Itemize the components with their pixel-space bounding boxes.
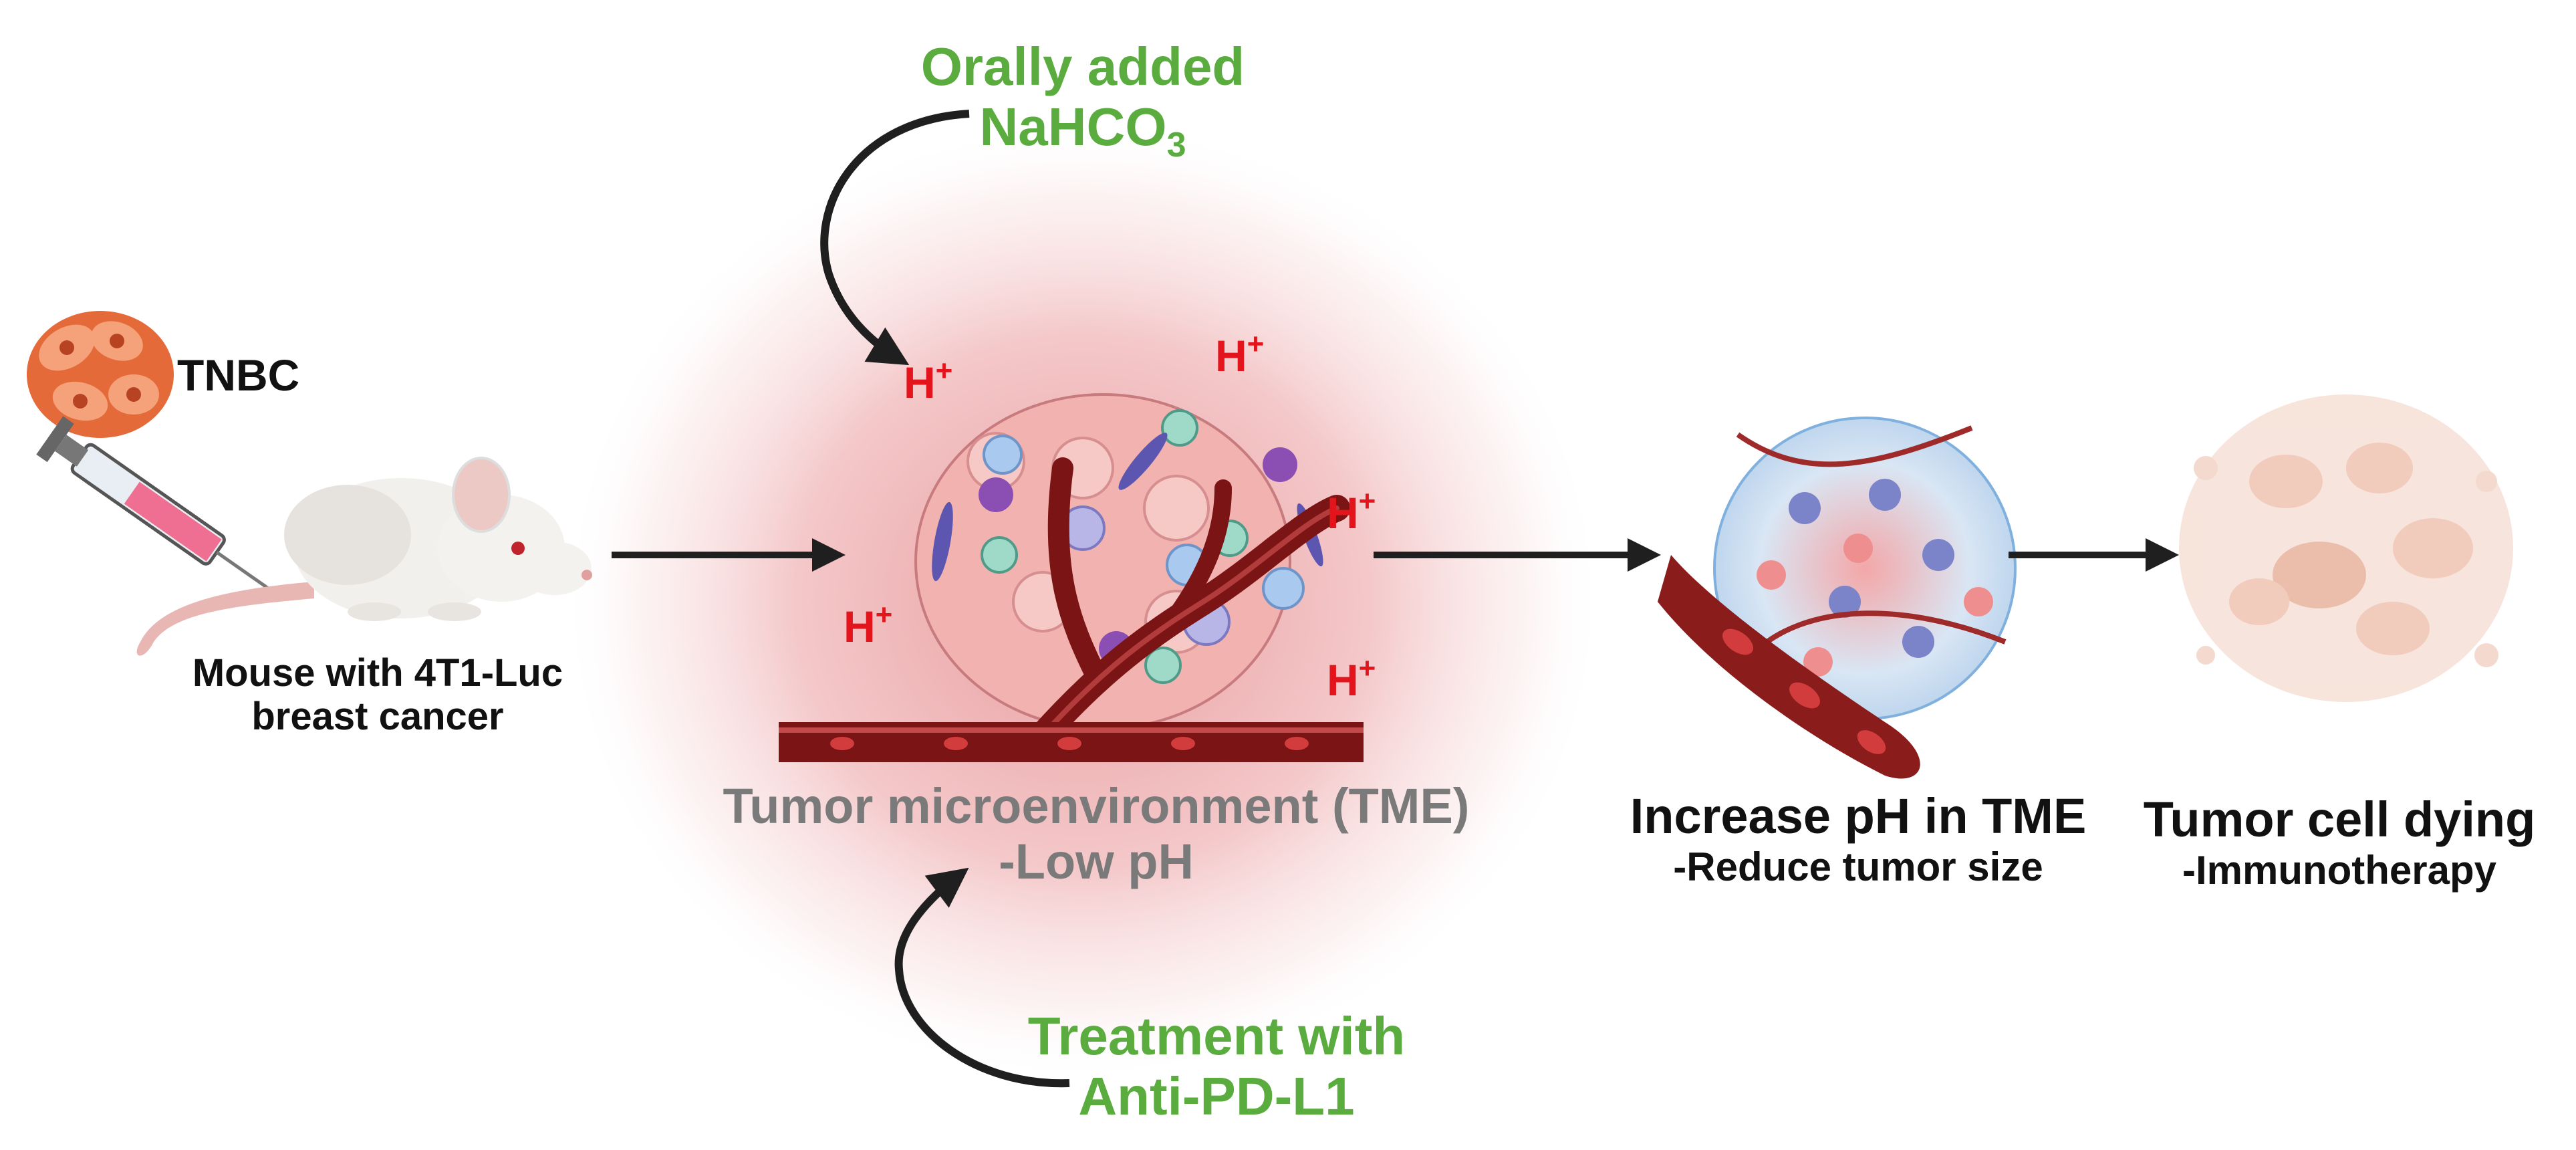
proton-label: H+: [1327, 485, 1376, 538]
increase-ph-caption: Increase pH in TME -Reduce tumor size: [1630, 788, 2087, 889]
orally-added-label: Orally added NaHCO3: [920, 37, 1245, 164]
proton-label: H+: [844, 598, 893, 651]
syringe-icon: [36, 416, 275, 594]
tnbc-label: TNBC: [177, 350, 300, 400]
mouse-caption: Mouse with 4T1-Luc breast cancer: [192, 651, 563, 738]
proton-label: H+: [904, 354, 953, 407]
treatment-label: Treatment with Anti-PD-L1: [1027, 1006, 1406, 1126]
proton-label: H+: [1215, 328, 1265, 380]
tme-caption: Tumor microenvironment (TME) -Low pH: [723, 778, 1470, 889]
tumor-dying-caption: Tumor cell dying -Immunotherapy: [2143, 792, 2536, 893]
arrow-treatment-curve: [894, 867, 1070, 1088]
treated-tumor-icon: [1658, 417, 2017, 779]
proton-label: H+: [1327, 652, 1376, 705]
mouse-icon: [136, 457, 592, 656]
tumor-vessel-icon: [779, 393, 1364, 762]
arrow-nahco3-curve: [820, 110, 970, 366]
tnbc-cell-cluster-icon: [27, 311, 174, 438]
dying-tumor-cells-icon: [2179, 394, 2513, 702]
